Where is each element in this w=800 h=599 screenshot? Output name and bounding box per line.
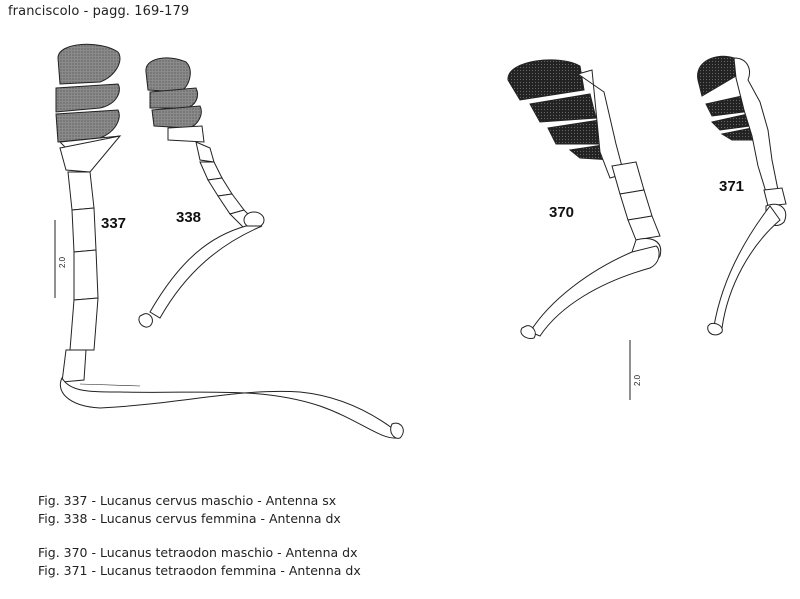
scale-label-370: 2.0: [633, 374, 642, 386]
antenna-illustrations: 2.0 337 338 370 2.0: [54, 43, 787, 439]
figure-label-370: 370: [549, 204, 574, 221]
caption-338: Fig. 338 - Lucanus cervus femmina - Ante…: [38, 511, 341, 526]
figure-captions: Fig. 337 - Lucanus cervus maschio - Ante…: [38, 492, 361, 580]
figure-label-338: 338: [176, 209, 201, 226]
figure-337-antenna: [55, 43, 404, 439]
page-header: franciscolo - pagg. 169-179: [8, 4, 190, 19]
scale-label-337: 2.0: [58, 256, 67, 268]
caption-337: Fig. 337 - Lucanus cervus maschio - Ante…: [38, 493, 337, 508]
figure-label-371: 371: [719, 178, 744, 195]
figure-371-antenna: [697, 55, 787, 336]
caption-371: Fig. 371 - Lucanus tetraodon femmina - A…: [38, 563, 361, 578]
figure-338-antenna: [138, 57, 265, 328]
caption-370: Fig. 370 - Lucanus tetraodon maschio - A…: [38, 545, 358, 560]
figure-370-antenna: [507, 59, 662, 339]
figure-label-337: 337: [101, 215, 126, 232]
